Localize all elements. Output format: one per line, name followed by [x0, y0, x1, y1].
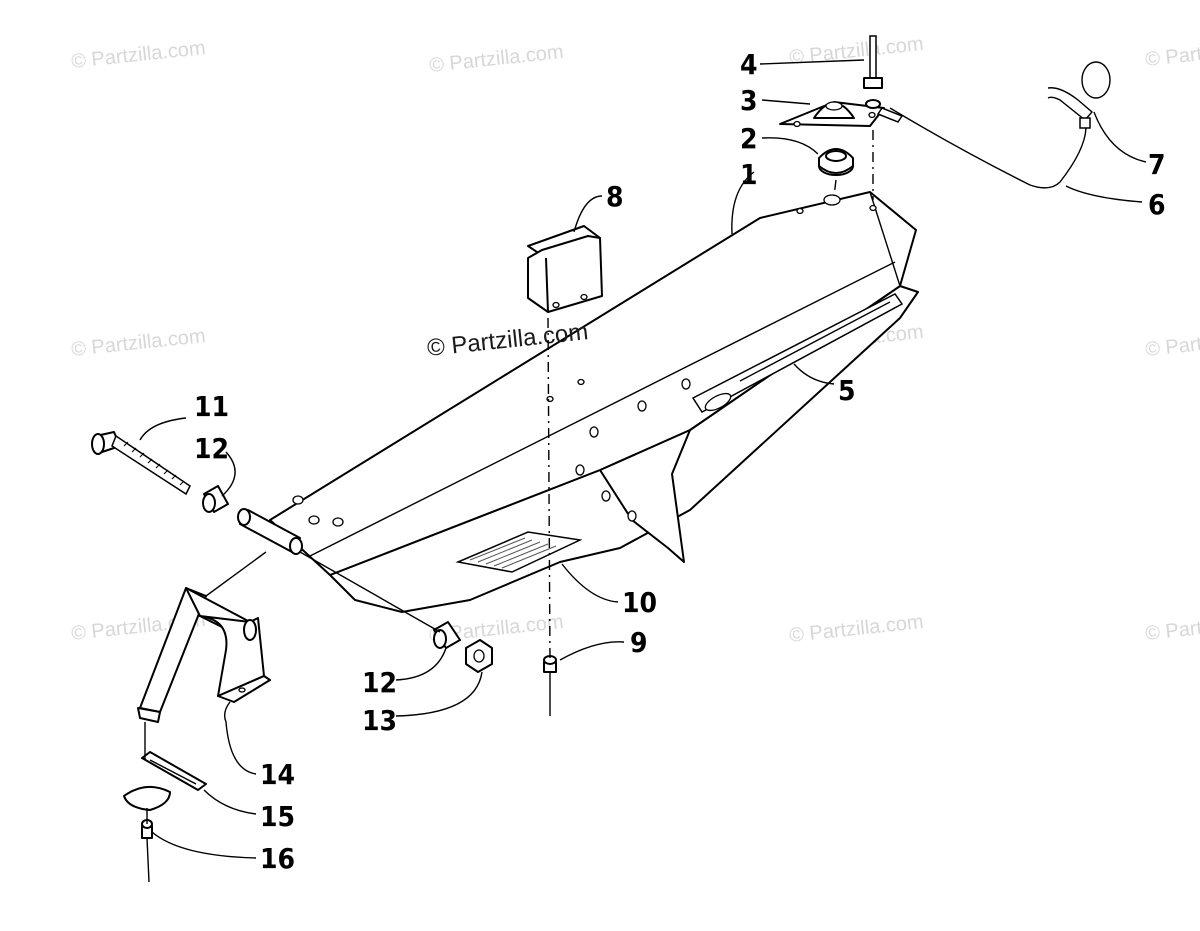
hinge-bracket-part-14: [137, 587, 271, 723]
watermark: © Partzilla.com: [428, 41, 564, 77]
callout-7: 7: [1148, 148, 1166, 181]
callout-labels: 4 3 2 1 8 7 6 5 10 9 11 12 12 13 14 15 1…: [194, 48, 1166, 875]
watermark: © Partzilla.com: [70, 325, 206, 361]
watermark: © Partzilla.com: [70, 37, 206, 73]
bolt-part-11: [91, 431, 191, 496]
watermark: © Partzilla.com: [788, 611, 924, 647]
leader-lines: [139, 59, 1147, 859]
callout-12-upper: 12: [194, 432, 229, 465]
callout-6: 6: [1148, 188, 1166, 221]
running-board: [237, 191, 919, 613]
strap-plate-part-15: [123, 751, 207, 811]
rivet-part-4: [863, 35, 883, 109]
rivet-part-9: [543, 655, 557, 716]
bushing-part-12-upper: [202, 485, 229, 513]
callout-5: 5: [838, 374, 856, 407]
callout-1: 1: [740, 158, 758, 191]
alignment-lines: [144, 130, 874, 824]
watermark: © Partzilla.com: [788, 33, 924, 69]
hitch-pin-part-7: [1047, 61, 1111, 129]
nut-part-13: [465, 639, 493, 673]
callout-14: 14: [260, 758, 295, 791]
callout-13: 13: [362, 704, 397, 737]
callout-16: 16: [260, 842, 295, 875]
callout-10: 10: [622, 586, 657, 619]
callout-9: 9: [630, 626, 648, 659]
watermark: © Partzilla.com: [1144, 35, 1200, 71]
callout-11: 11: [194, 390, 229, 423]
bushing-part-12-lower: [433, 621, 461, 649]
rivet-part-16: [141, 819, 153, 883]
lanyard-cable-part-6: [876, 107, 1087, 189]
watermark: © Partzilla.com: [1144, 325, 1200, 361]
callout-8: 8: [606, 180, 624, 213]
callout-4: 4: [740, 48, 758, 81]
callout-15: 15: [260, 800, 295, 833]
callout-2: 2: [740, 122, 758, 155]
bracket-clip-part-8: [527, 225, 603, 313]
grommet-part-2: [818, 148, 854, 176]
callout-12-lower: 12: [362, 666, 397, 699]
callout-3: 3: [740, 84, 758, 117]
watermark: © Partzilla.com: [1144, 609, 1200, 645]
